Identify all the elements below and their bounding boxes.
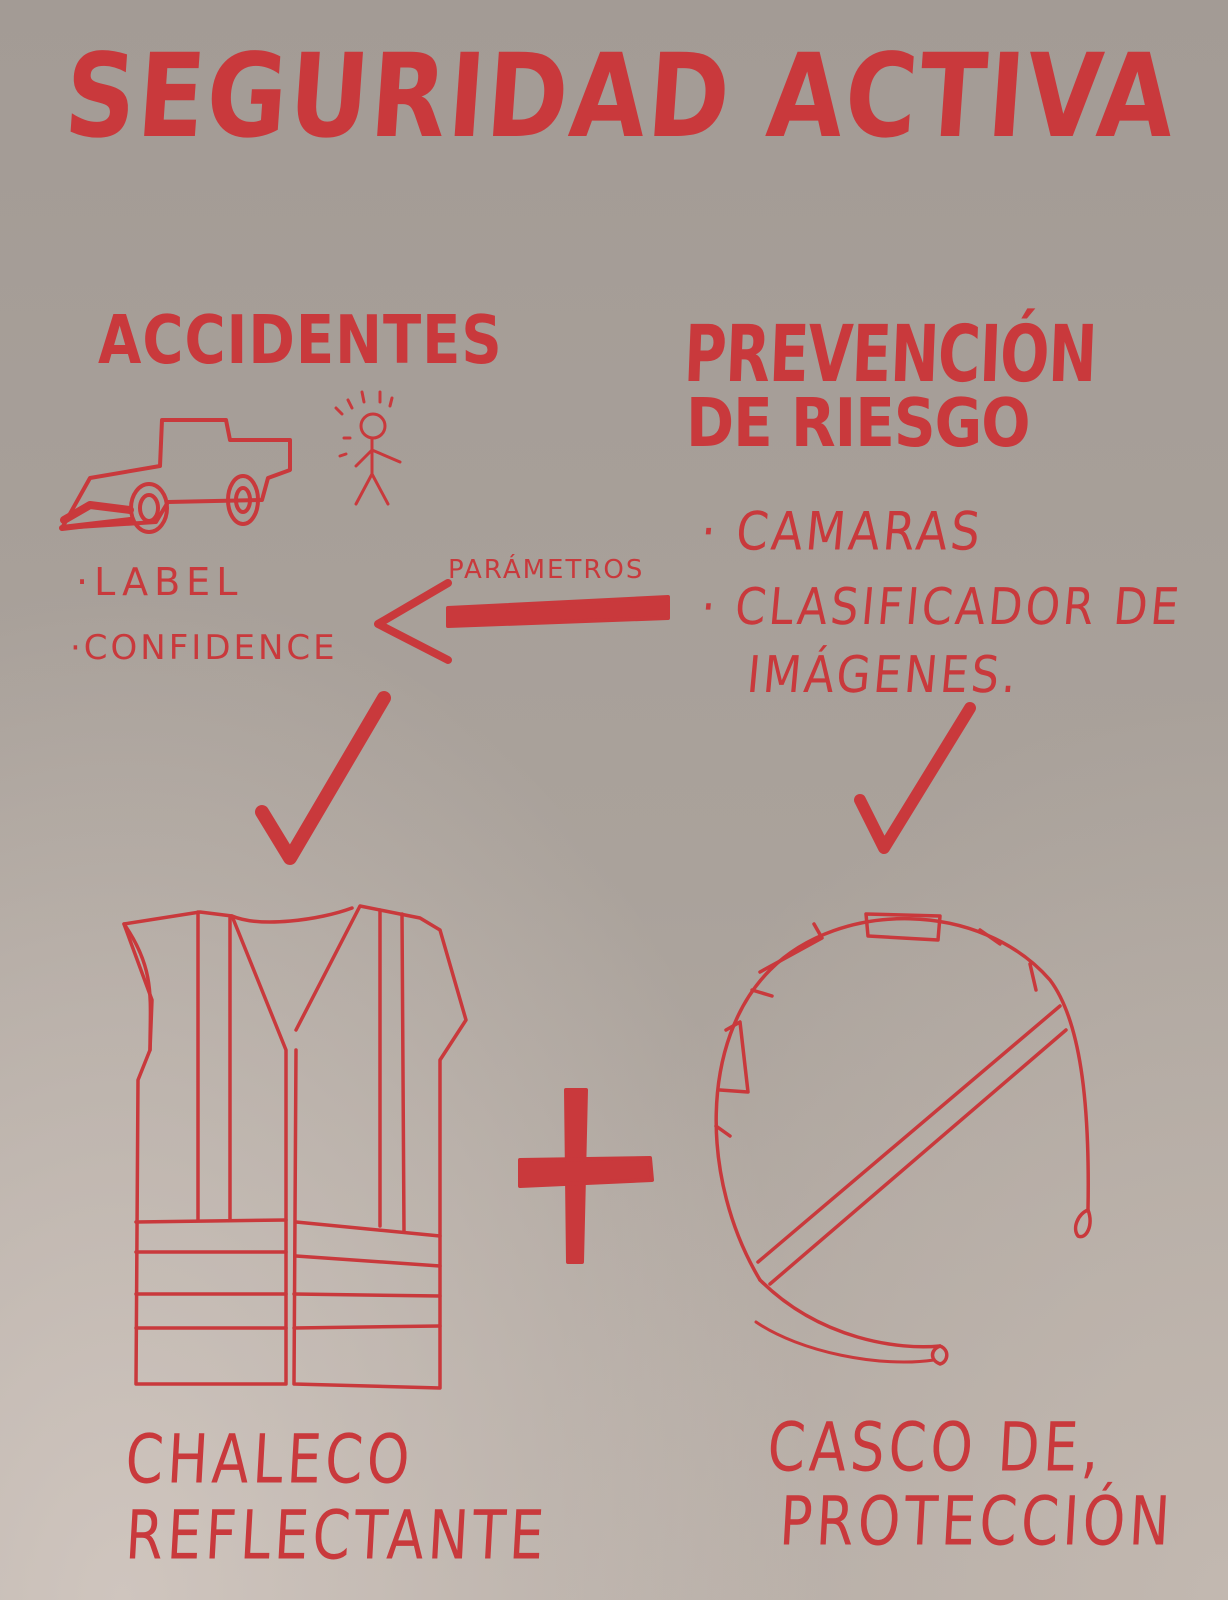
truck-icon xyxy=(59,418,292,534)
arrow-label: PARÁMETROS xyxy=(448,555,645,585)
checkmark-icon xyxy=(854,702,976,854)
checkmark-icon xyxy=(255,691,391,865)
bullet-confidence: ·CONFIDENCE xyxy=(70,628,338,668)
vest-icon xyxy=(122,904,468,1390)
arrow-left-icon xyxy=(374,579,670,664)
accidentes-heading: ACCIDENTES xyxy=(98,302,503,380)
plus-icon xyxy=(518,1088,654,1264)
stick-figure-icon xyxy=(334,390,402,506)
bullet-label: ·LABEL xyxy=(76,560,244,604)
prevencion-heading-line2: DE RIESGO xyxy=(686,384,1031,463)
helmet-icon xyxy=(714,912,1092,1366)
